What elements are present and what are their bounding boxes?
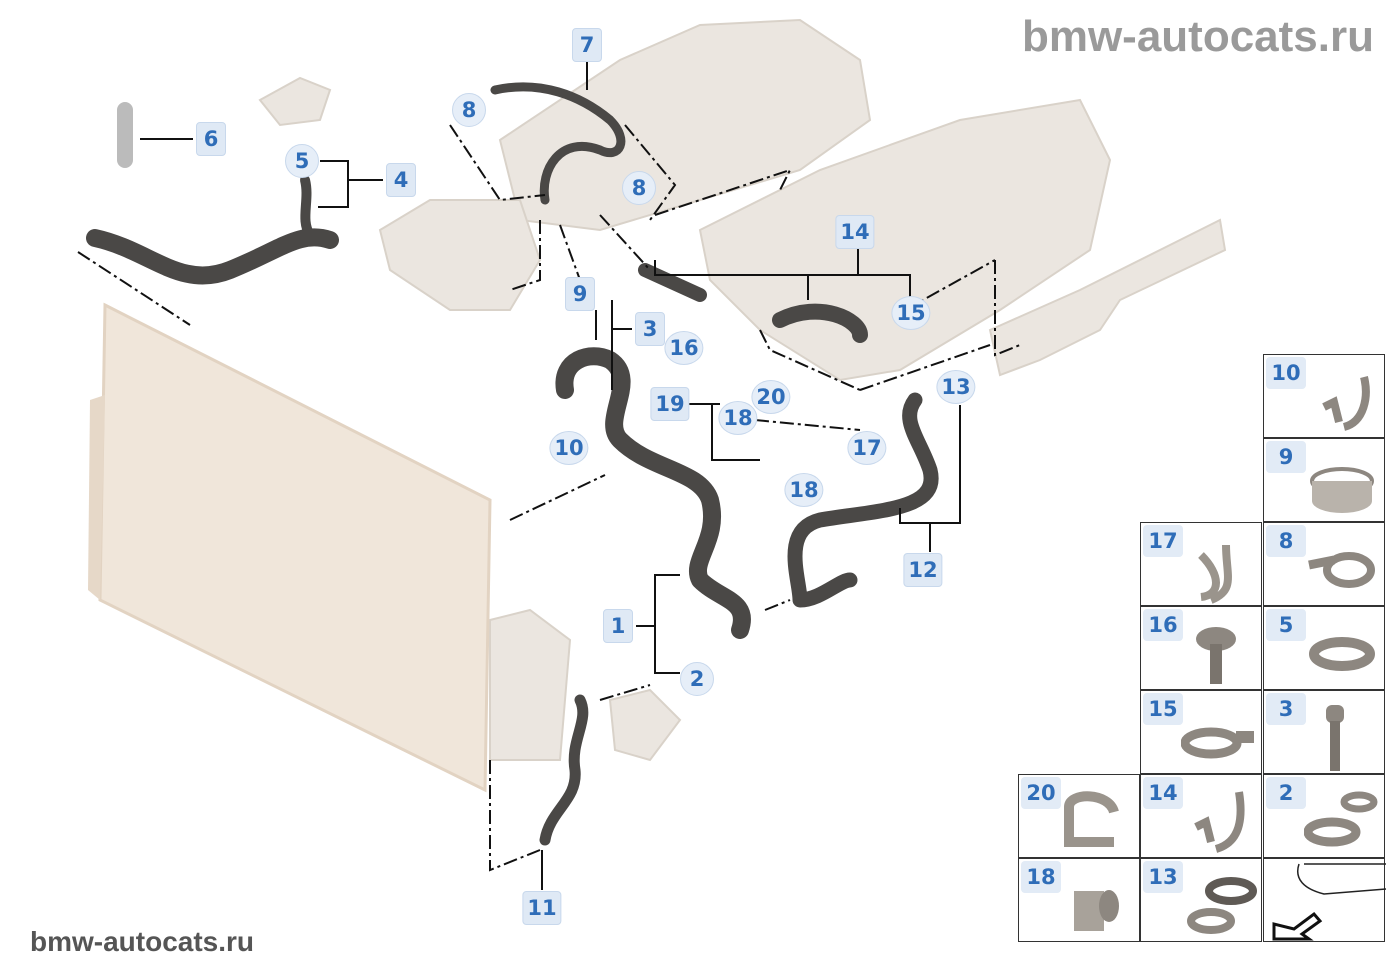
callout-14[interactable]: 14 [835, 215, 875, 249]
grid-cell-20[interactable]: 20 [1018, 774, 1140, 858]
spring-band-clamp-icon [1309, 637, 1375, 671]
grid-label: 5 [1266, 609, 1306, 641]
grid-cell-14[interactable]: 14 [1140, 774, 1262, 858]
hose-clamp-icon [1310, 467, 1374, 513]
callout-6[interactable]: 6 [196, 122, 226, 156]
watermark-bottom: bmw-autocats.ru [30, 926, 255, 957]
callout-8[interactable]: 8 [622, 171, 656, 205]
radiator [88, 302, 492, 793]
grid-label: 15 [1143, 693, 1183, 725]
callout-11[interactable]: 11 [522, 891, 562, 925]
double-clamp-icon [1304, 791, 1378, 847]
bracket-clip-icon [1064, 791, 1119, 847]
grid-cell-13[interactable]: 13 [1140, 858, 1262, 942]
collar-bolt-icon [1196, 627, 1236, 684]
grid-cell-3[interactable]: 3 [1263, 690, 1385, 774]
grid-cell-17[interactable]: 17 [1140, 522, 1262, 606]
hex-socket-bolt-icon [1326, 705, 1344, 771]
grid-cell-15[interactable]: 15 [1140, 690, 1262, 774]
grid-label: 13 [1143, 861, 1183, 893]
watermark-top: bmw-autocats.ru [1021, 12, 1374, 61]
clip-nut-icon [1074, 890, 1119, 931]
grid-label: 2 [1266, 777, 1306, 809]
grid-label: 10 [1266, 357, 1306, 389]
callout-17[interactable]: 17 [847, 431, 887, 465]
callout-1[interactable]: 1 [603, 609, 633, 643]
callout-3[interactable]: 3 [635, 312, 665, 346]
callout-8[interactable]: 8 [452, 93, 486, 127]
callout-19[interactable]: 19 [650, 387, 690, 421]
grid-cell-18[interactable]: 18 [1018, 858, 1140, 942]
coolant-hoses [86, 82, 939, 846]
callout-16[interactable]: 16 [664, 331, 704, 365]
callout-9[interactable]: 9 [565, 277, 595, 311]
holder-clip-icon [1198, 544, 1232, 604]
callout-12[interactable]: 12 [903, 553, 943, 587]
hose-holder-clip-icon [1194, 791, 1245, 853]
callout-18[interactable]: 18 [718, 401, 758, 435]
grid-label: 8 [1266, 525, 1306, 557]
vehicle-front-direction-arrow-icon [1272, 863, 1386, 941]
grid-cell-8[interactable]: 8 [1263, 522, 1385, 606]
callout-20[interactable]: 20 [751, 380, 791, 414]
callout-5[interactable]: 5 [285, 144, 319, 178]
grid-cell-2[interactable]: 2 [1263, 774, 1385, 858]
double-hose-clamp-icon [1187, 877, 1257, 934]
grid-cell-9[interactable]: 9 [1263, 438, 1385, 522]
callout-7[interactable]: 7 [572, 28, 602, 62]
grid-label: 9 [1266, 441, 1306, 473]
callout-10[interactable]: 10 [549, 431, 589, 465]
grid-label: 14 [1143, 777, 1183, 809]
callout-2[interactable]: 2 [680, 662, 714, 696]
grid-label: 17 [1143, 525, 1183, 557]
engine-cylinder-head [258, 18, 1227, 762]
callout-18[interactable]: 18 [784, 473, 824, 507]
callout-13[interactable]: 13 [936, 370, 976, 404]
grid-label: 16 [1143, 609, 1183, 641]
hose-holder-clip-icon [1322, 376, 1370, 431]
grid-cell-16[interactable]: 16 [1140, 606, 1262, 690]
leader-lines [77, 62, 1021, 890]
grid-label: 18 [1021, 861, 1061, 893]
grid-label: 20 [1021, 777, 1061, 809]
spring-clamp-tab-icon [1308, 552, 1375, 588]
callout-15[interactable]: 15 [891, 296, 931, 330]
spring-band-clamp-icon [1181, 727, 1254, 759]
grid-cell-10[interactable]: 10 [1263, 354, 1385, 438]
grid-cell-vehicle-direction [1263, 858, 1386, 942]
grid-label: 3 [1266, 693, 1306, 725]
grid-cell-5[interactable]: 5 [1263, 606, 1385, 690]
callout-4[interactable]: 4 [386, 163, 416, 197]
